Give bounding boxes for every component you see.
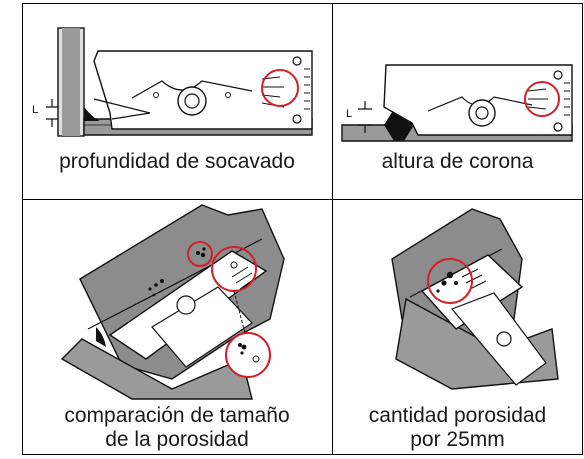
highlight-circle — [187, 241, 213, 267]
undercut-depth-illustration: L — [32, 27, 313, 137]
caption-porosity-count-line2: por 25mm — [410, 428, 505, 451]
dimension-marker — [46, 99, 58, 127]
dimension-marker — [358, 101, 372, 133]
caption-porosity-size-line1: comparación de tamaño — [64, 404, 290, 427]
caption-porosity-count-line1: cantidad porosidad — [368, 404, 547, 427]
zoom-detail-circle — [225, 332, 271, 378]
vertical-divider — [332, 4, 333, 454]
horizontal-divider — [23, 199, 582, 200]
gauge-pointer — [93, 98, 151, 120]
dimension-label: L — [346, 108, 352, 120]
highlight-circle — [261, 69, 299, 107]
gauge-arm — [151, 286, 253, 368]
gauge-pivot-ring — [496, 331, 512, 347]
gauge-body — [93, 50, 313, 130]
figure-grid — [22, 3, 583, 455]
gauge-pivot-ring — [176, 295, 196, 315]
crown-height-illustration: L — [341, 64, 573, 142]
caption-porosity-size-line2: de la porosidad — [105, 428, 249, 451]
weld-bead — [96, 327, 106, 347]
porosity-size-illustration — [60, 204, 285, 400]
gauge-slot — [131, 80, 253, 99]
caption-undercut-depth: profundidad de socavado — [59, 150, 295, 173]
caption-crown-height: altura de corona — [381, 150, 534, 173]
lower-plate — [60, 338, 253, 400]
highlight-circle — [427, 258, 473, 304]
dimension-label: L — [32, 104, 38, 116]
weld-bead — [84, 107, 100, 121]
porosity-count-illustration — [391, 208, 559, 390]
highlight-circle — [524, 81, 560, 117]
